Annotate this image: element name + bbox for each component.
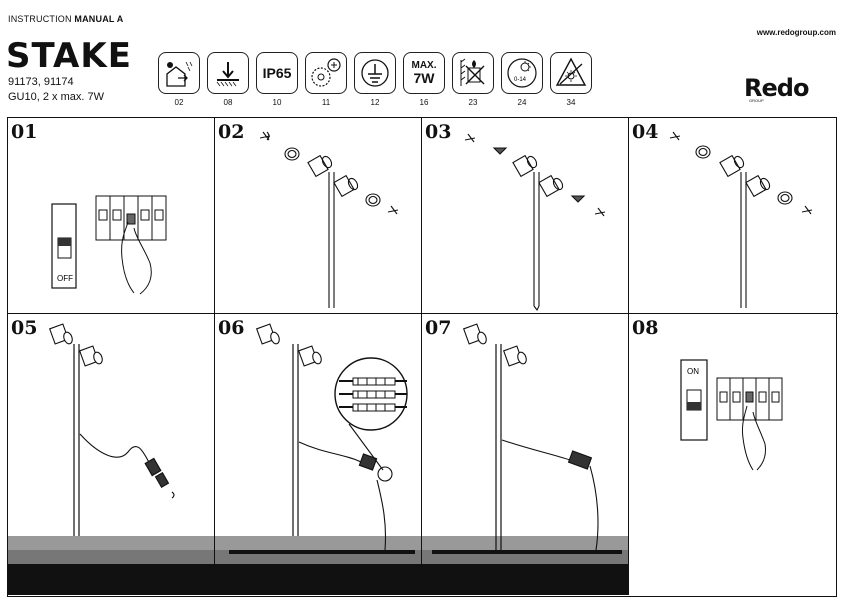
icon-num: 11 <box>321 98 331 107</box>
product-subtitle: GU10, 2 x max. 7W <box>8 91 104 103</box>
ground-install-icon <box>207 52 249 94</box>
max-label: MAX. <box>411 60 437 71</box>
instruction-label: INSTRUCTION MANUAL A <box>8 14 124 24</box>
cable-connect-illustration <box>8 323 214 595</box>
step-number: 04 <box>632 121 659 143</box>
temperature-text: 0-14 <box>514 77 527 83</box>
no-flammable-icon <box>452 52 494 94</box>
switch-label: OFF <box>57 274 73 283</box>
step-number: 01 <box>11 121 38 143</box>
step-02: 02 <box>215 118 422 314</box>
outdoor-icon <box>158 52 200 94</box>
temperature-icon: 0-14 <box>501 52 543 94</box>
ip-rating-icon: IP65 <box>256 52 298 94</box>
icon-num: 16 <box>419 98 429 107</box>
ip-rating-text: IP65 <box>262 65 292 81</box>
stake-insert-illustration <box>422 323 628 595</box>
step-05: 05 <box>8 314 215 595</box>
earth-ground-icon <box>354 52 396 94</box>
brand-logo: Redo <box>744 74 809 102</box>
icon-num: 02 <box>174 98 184 107</box>
icon-num: 24 <box>517 98 527 107</box>
bulb-removal-illustration <box>259 131 399 308</box>
website-url[interactable]: www.redogroup.com <box>756 28 836 37</box>
step-07: 07 <box>422 314 629 595</box>
step-number: 06 <box>218 317 245 339</box>
cover-refit-illustration <box>669 131 813 308</box>
step-06: 06 <box>215 314 422 595</box>
hot-warning-icon <box>550 52 592 94</box>
icon-num: 23 <box>468 98 478 107</box>
brand-sub: GROUP <box>749 98 764 103</box>
watt-label: 7W <box>413 70 435 86</box>
icon-num: 08 <box>223 98 233 107</box>
step-04: 04 <box>629 118 838 314</box>
icon-num: 12 <box>370 98 380 107</box>
step-number: 03 <box>425 121 452 143</box>
switch-off-illustration: OFF <box>51 195 167 295</box>
step-03: 03 <box>422 118 629 314</box>
page-title: STAKE <box>6 36 132 76</box>
switch-label: ON <box>687 367 699 376</box>
step-08: 08 ON <box>629 314 838 595</box>
wiring-detail-illustration <box>215 323 421 595</box>
step-number: 07 <box>425 317 452 339</box>
steps-grid: 01 OFF 02 <box>7 117 838 597</box>
icon-num: 10 <box>272 98 282 107</box>
step-number: 02 <box>218 121 245 143</box>
bulb-insert-illustration <box>464 133 606 312</box>
icon-num: 34 <box>566 98 576 107</box>
step-number: 08 <box>632 317 659 339</box>
max-watt-icon: MAX. 7W <box>403 52 445 94</box>
product-codes: 91173, 91174 <box>8 76 74 88</box>
step-01: 01 OFF <box>8 118 215 314</box>
step-number: 05 <box>11 317 38 339</box>
rotate-icon <box>305 52 347 94</box>
switch-on-illustration: ON <box>680 359 783 471</box>
